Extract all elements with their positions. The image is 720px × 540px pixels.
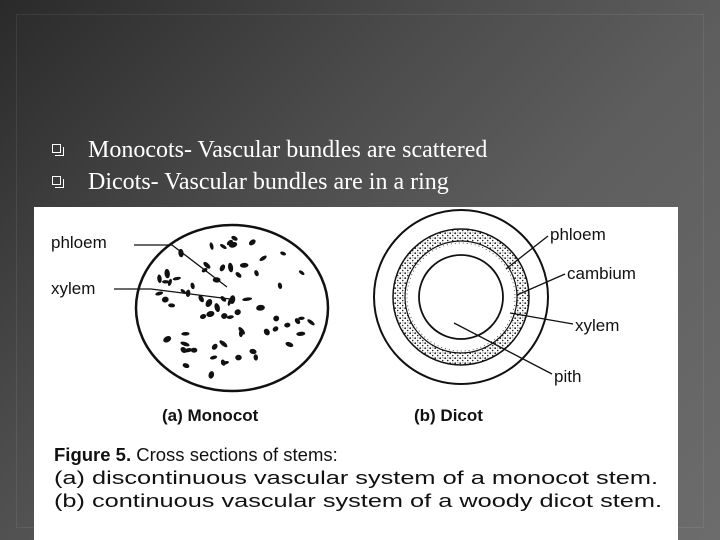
vascular-bundle (198, 295, 204, 303)
dicot-xylem-ring (406, 242, 516, 352)
vascular-bundle (163, 336, 172, 343)
label-monocot-xylem: xylem (51, 279, 95, 298)
vascular-bundle (235, 354, 242, 361)
vascular-bundle (248, 239, 256, 246)
vascular-bundle (263, 328, 270, 336)
vascular-bundle (199, 313, 207, 320)
vascular-bundle (161, 296, 169, 303)
label-dicot-xylem: xylem (575, 316, 619, 335)
vascular-bundle (235, 272, 242, 278)
vascular-bundle (242, 297, 253, 302)
figure-caption-title: Figure 5. Cross sections of stems: (54, 444, 338, 465)
leader-monocot-phloem (134, 244, 228, 288)
vascular-bundle (253, 354, 259, 361)
vascular-bundle (249, 348, 257, 355)
label-dicot-pith: pith (554, 367, 581, 386)
leader-dicot-cambium (516, 273, 566, 296)
leader-dicot-xylem (509, 312, 574, 325)
vascular-bundle (214, 303, 220, 313)
vascular-bundle (239, 262, 249, 268)
vascular-bundle (226, 315, 234, 319)
vascular-bundle (208, 371, 215, 379)
leader-dicot-phloem (505, 235, 549, 270)
bullet-text: Dicots- Vascular bundles are in a ring (88, 169, 449, 195)
vascular-bundle (284, 322, 291, 328)
figure-caption-line-a: (a) discontinuous vascular system of a m… (54, 467, 658, 488)
vascular-bundle (155, 291, 164, 296)
bullet-monocots: Monocots- Vascular bundles are scattered (52, 134, 487, 166)
vascular-bundle (205, 298, 213, 308)
vascular-bundle (209, 242, 214, 250)
vascular-bundle (164, 268, 170, 279)
vascular-bundle (231, 235, 238, 241)
vascular-bundle (307, 319, 315, 326)
checkbox-bullet-icon (52, 144, 64, 156)
monocot-outline (134, 223, 330, 393)
bullet-list: Monocots- Vascular bundles are scattered… (52, 134, 487, 198)
vascular-bundle (182, 363, 190, 369)
vascular-bundle (226, 239, 233, 246)
vascular-bundle (272, 326, 279, 332)
vascular-bundle (209, 355, 218, 360)
vascular-bundle (219, 340, 228, 348)
vascular-bundle (259, 255, 267, 262)
vascular-bundle (203, 261, 211, 269)
vascular-bundle (190, 282, 195, 290)
vascular-bundle (219, 264, 226, 272)
monocot-vascular-bundles (155, 235, 315, 379)
vascular-bundle (181, 331, 190, 336)
vascular-bundle (190, 347, 198, 353)
figure-caption-title-text: Cross sections of stems: (131, 444, 338, 465)
checkbox-bullet-icon (52, 176, 64, 188)
vascular-bundle (172, 276, 181, 281)
vascular-bundle (238, 327, 245, 335)
vascular-bundle (285, 341, 294, 348)
vascular-bundle (221, 360, 229, 365)
vascular-bundle (157, 274, 162, 284)
dicot-pith (418, 254, 504, 340)
vascular-bundle (180, 341, 190, 347)
vascular-bundle (256, 304, 265, 311)
vascular-bundle (228, 262, 234, 273)
vascular-bundle (211, 343, 218, 350)
bullet-text: Monocots- Vascular bundles are scattered (88, 137, 488, 163)
vascular-bundle (168, 303, 176, 308)
label-dicot-cambium: cambium (567, 264, 636, 283)
vascular-bundle (162, 280, 169, 284)
vascular-bundle (206, 311, 215, 317)
label-dicot-phloem: phloem (550, 225, 606, 244)
caption-monocot: (a) Monocot (162, 406, 259, 425)
vascular-bundle (296, 331, 306, 336)
vascular-bundle (277, 282, 283, 289)
figure-caption-line-b: (b) continuous vascular system of a wood… (54, 490, 662, 511)
vascular-bundle (180, 347, 187, 353)
figure-caption-number: Figure 5. (54, 444, 131, 465)
vascular-bundle (167, 278, 172, 286)
bullet-dicots: Dicots- Vascular bundles are in a ring (52, 166, 487, 198)
vascular-bundle (298, 270, 305, 276)
vascular-bundle (298, 316, 305, 321)
vascular-bundle (234, 309, 241, 316)
stem-cross-section-figure: phloem xylem phloem cambium xylem pith (… (34, 207, 678, 540)
vascular-bundle (221, 313, 228, 319)
vascular-bundle (280, 251, 286, 256)
vascular-bundle (273, 315, 280, 322)
vascular-bundle (294, 318, 301, 325)
label-monocot-phloem: phloem (51, 233, 107, 252)
vascular-bundle (219, 243, 227, 250)
caption-dicot: (b) Dicot (414, 406, 483, 425)
dicot-stem-diagram (373, 209, 549, 385)
vascular-bundle (227, 297, 232, 306)
leader-monocot-xylem (114, 288, 231, 300)
monocot-stem-diagram (134, 223, 330, 393)
vascular-bundle (254, 270, 259, 277)
leader-dicot-pith (453, 322, 553, 375)
